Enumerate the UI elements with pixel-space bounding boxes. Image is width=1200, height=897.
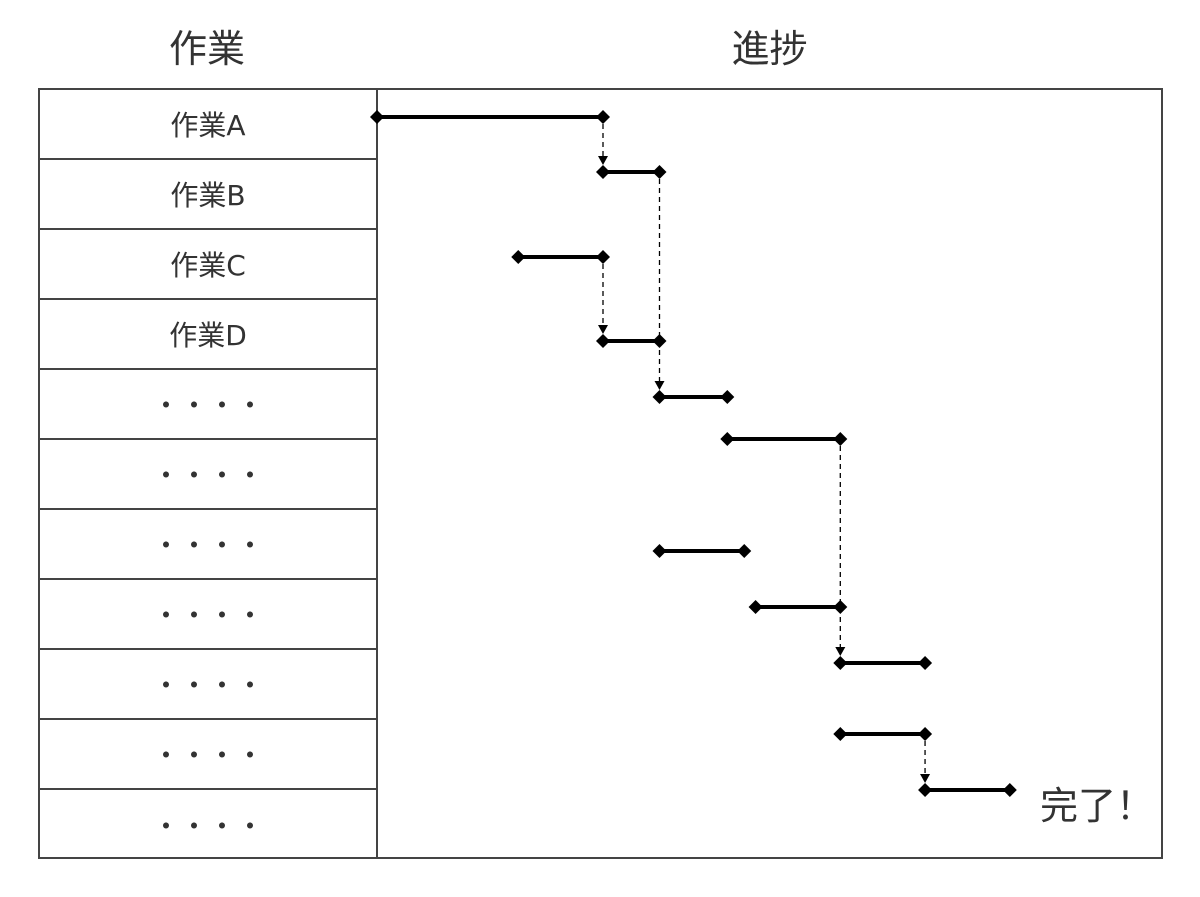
task-row-a: 作業A — [40, 90, 376, 160]
task-row-9: ・・・・ — [40, 650, 376, 720]
task-table: 作業A 作業B 作業C 作業D ・・・・ ・・・・ ・・・・ ・・・・ ・・・・… — [38, 88, 376, 859]
done-label: 完了！ — [1040, 784, 1155, 828]
task-row-c: 作業C — [40, 230, 376, 300]
task-row-11: ・・・・ — [151, 810, 264, 843]
task-row-8: ・・・・ — [40, 580, 376, 650]
progress-column-header: 進捗 — [731, 27, 808, 71]
task-row-d: 作業D — [40, 300, 376, 370]
task-row-7: ・・・・ — [40, 510, 376, 580]
progress-area — [376, 88, 1163, 859]
task-row-b: 作業B — [40, 160, 376, 230]
task-row-5: ・・・・ — [40, 370, 376, 440]
task-row-10: ・・・・ — [40, 720, 376, 790]
task-column-header: 作業 — [168, 27, 245, 71]
task-row-6: ・・・・ — [40, 440, 376, 510]
